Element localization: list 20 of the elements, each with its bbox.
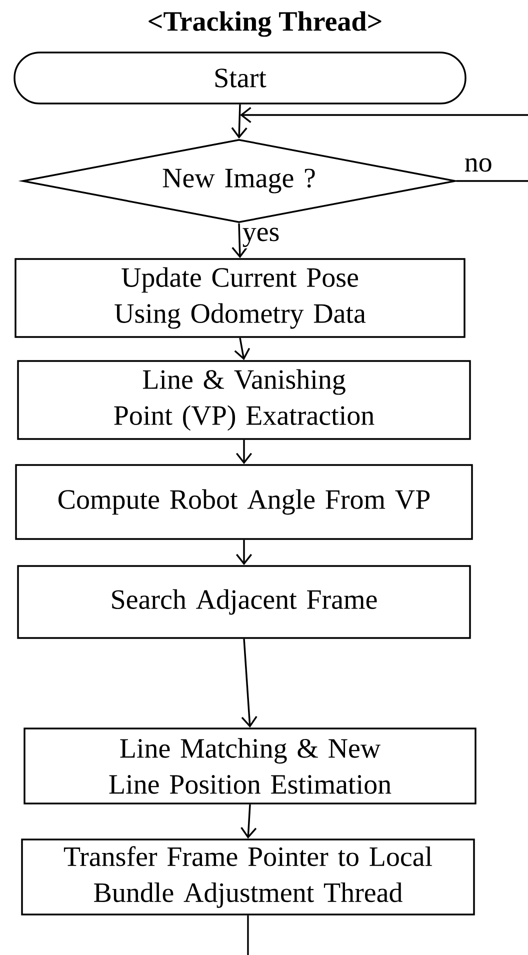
process-box: Transfer Frame Pointer to Local Bundle Adjustment Thread [21,838,475,916]
process-box: Compute Robot Angle From VP [15,464,473,540]
loop-arrow [240,106,528,124]
arrow [236,540,252,566]
arrow [232,223,248,258]
process-box: Search Adjacent Frame [17,565,471,639]
arrow [236,440,252,464]
process-box: Update Current Pose Using Odometry Data [14,258,466,338]
edge-label: yes [241,226,281,248]
loop-line [456,180,528,182]
title: <Tracking Thread> [148,11,382,37]
start-terminal: Start [14,52,466,104]
process-box: Line & Vanishing Point (VP) Exatraction [17,360,471,440]
exit-line [247,915,249,955]
edge-label: no [463,156,494,174]
arrow [240,804,257,839]
process-box: Line Matching & New Line Position Estimation [24,728,476,804]
arrow [241,638,258,728]
arrow [234,338,250,360]
arrow [231,104,248,139]
